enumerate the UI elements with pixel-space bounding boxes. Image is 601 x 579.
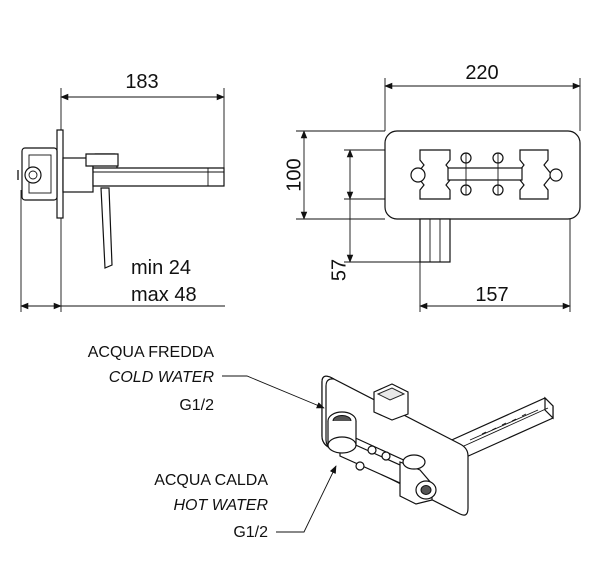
cold-label-thread: G1/2 [179,397,214,414]
dim-front-width: 220 [465,62,498,84]
cold-label-en: COLD WATER [109,369,215,386]
hot-label-thread: G1/2 [233,524,268,541]
callout-cold: ACQUA FREDDA COLD WATER G1/2 [88,344,325,414]
hot-label-it: ACQUA CALDA [154,472,268,489]
dim-wall-min: min 24 [131,257,191,279]
cold-leader-line [222,375,325,409]
dim-front-height: 100 [283,158,305,191]
front-view: 220 100 57 157 [283,62,581,312]
side-spout [92,167,225,187]
hot-label-en: HOT WATER [173,497,268,514]
side-inlet-circle [24,166,42,184]
cold-label-it: ACQUA FREDDA [88,344,215,361]
side-lever [100,187,113,269]
side-view: 183 min 24 max 48 [17,71,225,312]
side-wall-plate [56,129,64,219]
isometric-view [321,375,554,516]
dim-side-width: 183 [125,71,158,93]
dim-spout-length: 157 [475,284,508,306]
dim-wall-max: max 48 [131,284,197,306]
hot-leader-line [276,465,337,533]
callout-hot: ACQUA CALDA HOT WATER G1/2 [154,465,337,541]
dim-spout-drop: 57 [328,259,350,281]
front-spout [419,218,451,263]
